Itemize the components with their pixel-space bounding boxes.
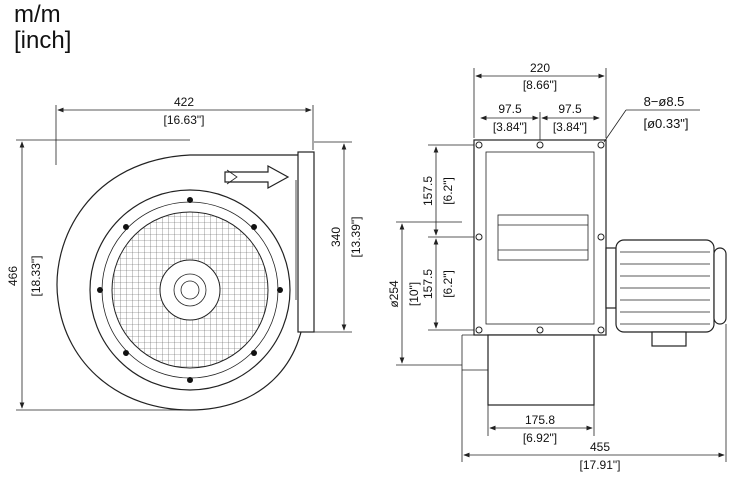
hole-spacing-right-mm: 97.5 [558, 102, 582, 116]
housing-width-mm: 175.8 [525, 413, 555, 427]
front-height-mm: 466 [6, 266, 20, 286]
units-imperial: [inch] [14, 27, 72, 54]
motor-fan-cover [713, 247, 727, 325]
overall-length-in: [17.91"] [580, 458, 621, 472]
housing-width-in: [6.92"] [523, 431, 557, 445]
terminal-box [651, 331, 687, 347]
mounting-flange [473, 139, 607, 336]
mounting-bolts [97, 197, 283, 383]
inlet-diameter-in: [10"] [407, 282, 421, 306]
front-width-mm: 422 [174, 95, 194, 109]
hole-spacing-left-mm: 97.5 [498, 102, 522, 116]
outlet-height-mm: 340 [329, 227, 343, 247]
front-width-in: [16.63"] [164, 113, 205, 127]
impeller-section [497, 214, 589, 261]
front-view: 422 [16.63"] 466 [18.33"] 340 [13.39"] [6, 95, 363, 411]
inlet-diameter-mm: ø254 [387, 280, 401, 308]
lower-offset-mm: 157.5 [421, 269, 435, 299]
holes-callout-in: [ø0.33"] [643, 116, 688, 131]
motor-mount [605, 247, 617, 309]
hole-spacing-left-in: [3.84"] [493, 120, 527, 134]
flange-width-in: [8.66"] [523, 78, 557, 92]
holes-callout: 8−ø8.5 [644, 94, 685, 109]
airflow-arrow-icon [224, 164, 290, 190]
units-metric: m/m [14, 1, 61, 28]
flange-width-mm: 220 [530, 61, 550, 75]
front-height-in: [18.33"] [29, 256, 43, 297]
units-label: m/m [inch] [14, 2, 71, 54]
impeller-hub [159, 259, 221, 321]
motor [615, 239, 715, 333]
side-view: 220 [8.66"] 97.5 [3.84"] 97.5 [3.84"] 8−… [387, 61, 727, 472]
flange-holes [475, 141, 605, 334]
upper-offset-mm: 157.5 [421, 176, 435, 206]
lower-offset-in: [6.2"] [441, 270, 455, 298]
upper-offset-in: [6.2"] [441, 177, 455, 205]
outlet-flange [297, 151, 315, 333]
overall-length-mm: 455 [590, 440, 610, 454]
hole-spacing-right-in: [3.84"] [553, 120, 587, 134]
outlet-height-in: [13.39"] [349, 217, 363, 258]
housing-body [487, 334, 595, 406]
